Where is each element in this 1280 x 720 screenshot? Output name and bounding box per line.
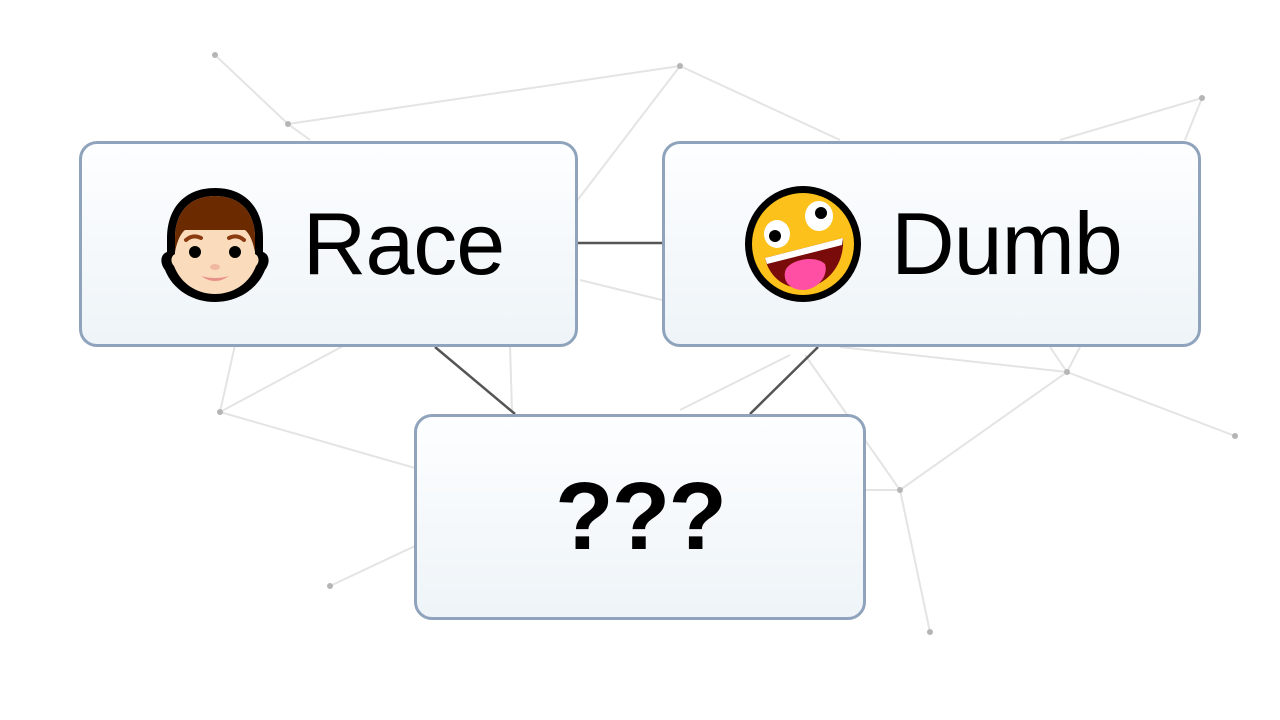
node-race[interactable]: Race [79, 141, 578, 347]
node-label: Race [302, 194, 505, 293]
man-face-icon [161, 188, 269, 302]
node-dumb[interactable]: Dumb [662, 141, 1201, 347]
zany-face-icon [745, 186, 862, 302]
node-label: Dumb [891, 194, 1123, 293]
diagram-edges [434, 241, 819, 415]
unknown-result-label: ??? [555, 463, 727, 570]
node-result[interactable]: ??? [414, 414, 866, 620]
